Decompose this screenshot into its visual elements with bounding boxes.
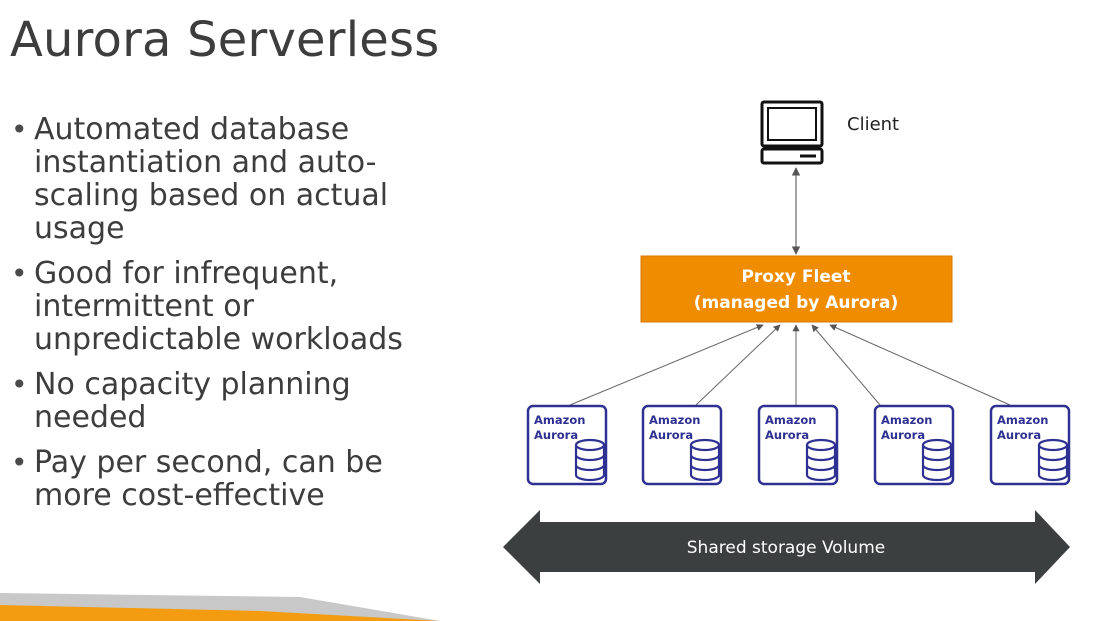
- instance-label-line2: Aurora: [765, 428, 809, 442]
- bullet-item: •Pay per second, can be more cost-effect…: [10, 446, 410, 512]
- proxy-fleet-title: Proxy Fleet: [741, 267, 850, 287]
- proxy-fleet-subtitle: (managed by Aurora): [694, 293, 898, 313]
- aurora-instance: Amazon Aurora: [757, 404, 839, 486]
- instance-label-line1: Amazon: [881, 413, 932, 427]
- instance-connector: [811, 324, 881, 406]
- database-icon: [574, 438, 606, 482]
- client-label: Client: [847, 114, 899, 135]
- bullet-text: Automated database instantiation and aut…: [34, 112, 389, 246]
- client-computer-icon: [760, 100, 824, 165]
- instance-label-line1: Amazon: [997, 413, 1048, 427]
- shared-storage-label: Shared storage Volume: [687, 538, 885, 558]
- bullet-list: •Automated database instantiation and au…: [10, 113, 410, 524]
- bullet-item: •Good for infrequent, intermittent or un…: [10, 257, 410, 356]
- bullet-dot-icon: •: [11, 368, 28, 401]
- database-icon: [689, 438, 721, 482]
- instance-label-line2: Aurora: [881, 428, 925, 442]
- instance-connector: [829, 324, 1011, 406]
- instance-label-line1: Amazon: [765, 413, 816, 427]
- proxy-fleet-box: [640, 255, 953, 323]
- bullet-item: •No capacity planning needed: [10, 368, 410, 434]
- instance-label-line1: Amazon: [534, 413, 585, 427]
- instance-label-line1: Amazon: [649, 413, 700, 427]
- database-icon: [921, 438, 953, 482]
- aurora-instance: Amazon Aurora: [641, 404, 723, 486]
- bullet-text: No capacity planning needed: [34, 367, 351, 435]
- database-icon: [805, 438, 837, 482]
- aurora-instance: Amazon Aurora: [873, 404, 955, 486]
- bottom-accent-band: [0, 593, 440, 621]
- slide-title: Aurora Serverless: [10, 12, 440, 68]
- instance-label-line2: Aurora: [649, 428, 693, 442]
- bullet-dot-icon: •: [11, 257, 28, 290]
- database-icon: [1037, 438, 1069, 482]
- bullet-dot-icon: •: [11, 113, 28, 146]
- bullet-text: Pay per second, can be more cost-effecti…: [34, 445, 383, 513]
- instance-label-line2: Aurora: [997, 428, 1041, 442]
- instance-connector: [695, 324, 781, 406]
- aurora-instance: Amazon Aurora: [989, 404, 1071, 486]
- instance-label-line2: Aurora: [534, 428, 578, 442]
- band-orange-stripe: [0, 605, 440, 621]
- bullet-item: •Automated database instantiation and au…: [10, 113, 410, 245]
- bullet-dot-icon: •: [11, 446, 28, 479]
- aurora-instance: Amazon Aurora: [526, 404, 608, 486]
- shared-storage-arrow: [503, 510, 1070, 584]
- instance-connector: [569, 324, 764, 406]
- bullet-text: Good for infrequent, intermittent or unp…: [34, 256, 403, 357]
